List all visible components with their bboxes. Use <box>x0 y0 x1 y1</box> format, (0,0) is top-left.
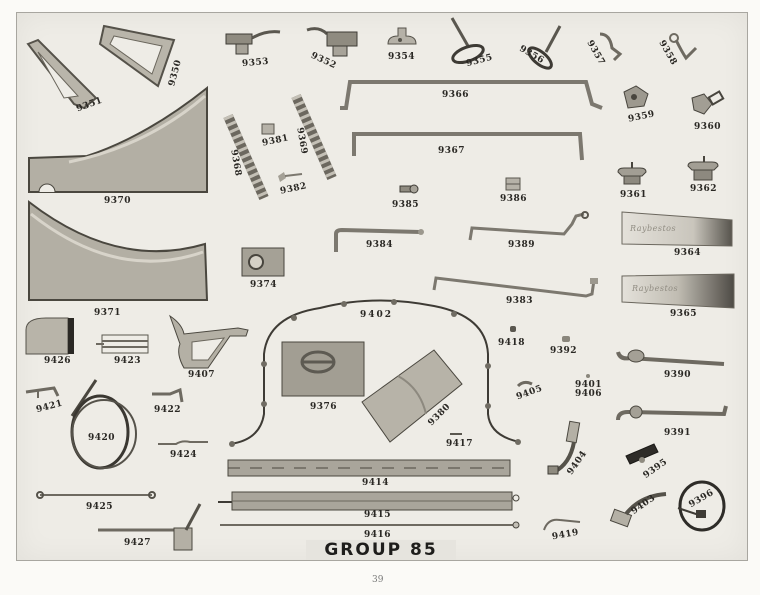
part-label-9423: 9423 <box>114 356 142 366</box>
part-label-9376: 9376 <box>310 402 338 412</box>
part-label-9365: 9365 <box>670 309 698 319</box>
part-label-9392: 9392 <box>550 346 578 356</box>
hinge-pin-9416 <box>220 521 520 529</box>
side-panel-9371 <box>28 199 209 301</box>
crank-rod-9366 <box>340 80 603 110</box>
key-9382 <box>278 172 303 182</box>
clip-9405 <box>516 380 533 388</box>
arch-molding-9402 <box>229 299 521 447</box>
cable-coil-9420 <box>70 379 137 470</box>
triangular-bracket-9350 <box>98 24 176 88</box>
wood-block-9380 <box>361 349 463 443</box>
part-label-9417: 9417 <box>446 439 474 449</box>
name-plate-9364 <box>621 211 733 247</box>
page-number: 39 <box>372 575 384 585</box>
part-label-9386: 9386 <box>500 194 528 204</box>
bent-rod-9384 <box>334 227 424 252</box>
part-label-9383: 9383 <box>506 296 534 306</box>
twisted-bar-9368 <box>223 113 269 201</box>
part-label-9385: 9385 <box>392 200 420 210</box>
slide-9423 <box>96 334 149 354</box>
pedal-arm-9403 <box>609 492 667 528</box>
part-label-9426: 9426 <box>44 356 72 366</box>
part-label-9389: 9389 <box>508 240 536 250</box>
part-label-9366: 9366 <box>442 90 470 100</box>
tee-plate-9354 <box>387 27 417 45</box>
lever-9391 <box>616 405 728 421</box>
bracket-9421 <box>25 386 60 398</box>
part-label-9374: 9374 <box>250 280 278 290</box>
hook-9358 <box>669 33 698 61</box>
pedal-arm-9404 <box>547 420 581 475</box>
cover-plate-9376 <box>281 341 365 397</box>
part-label-9402: 9402 <box>360 310 394 320</box>
scraper-9427 <box>98 503 202 551</box>
part-label-9361: 9361 <box>620 190 648 200</box>
part-label-9391: 9391 <box>664 428 692 438</box>
part-label-9427: 9427 <box>124 538 152 548</box>
part-label-9367: 9367 <box>438 146 466 156</box>
oval-handle-9356 <box>527 25 562 70</box>
triangular-bracket-9351 <box>26 38 98 110</box>
hinge-9386 <box>505 177 521 191</box>
bracket-9422 <box>152 387 184 403</box>
part-label-9416: 9416 <box>364 530 392 540</box>
lever-9390 <box>616 349 725 366</box>
hinge-9381 <box>261 123 275 135</box>
tie-rod-9425 <box>36 491 156 499</box>
part-label-9354: 9354 <box>388 52 416 62</box>
bolt-9385 <box>399 184 419 194</box>
support-bracket-9407 <box>169 314 249 369</box>
twisted-bar-9369 <box>291 93 337 181</box>
pin-9401 <box>586 374 590 378</box>
part-label-9418: 9418 <box>498 338 526 348</box>
base-plate-9362 <box>687 156 719 181</box>
part-label-9425: 9425 <box>86 502 114 512</box>
group-title: GROUP 85 <box>306 540 456 560</box>
oval-handle-9355 <box>450 17 485 65</box>
piano-hinge-9414 <box>227 459 511 477</box>
part-label-9370: 9370 <box>104 196 132 206</box>
part-label-9406: 9406 <box>575 389 603 399</box>
strap-loop-9396 <box>677 480 726 532</box>
pin-9417 <box>450 433 462 435</box>
crank-rod-9367 <box>352 132 584 161</box>
part-label-9407: 9407 <box>188 370 216 380</box>
part-label-9371: 9371 <box>94 308 122 318</box>
clamp-9395 <box>625 443 659 465</box>
part-label-9424: 9424 <box>170 450 198 460</box>
side-panel-9370 <box>28 85 208 193</box>
name-plate-9365 <box>621 273 735 309</box>
part-label-9401: 9401 <box>575 380 603 390</box>
part-label-9414: 9414 <box>362 478 390 488</box>
piano-hinge-9415 <box>218 491 520 511</box>
part-label-9422: 9422 <box>154 405 182 415</box>
plate-9359 <box>623 85 649 109</box>
nameplate-script-9365: Raybestos <box>632 284 679 293</box>
part-label-9420: 9420 <box>88 433 116 443</box>
bent-rod-9383 <box>432 276 598 298</box>
plate-9360 <box>691 90 725 115</box>
bent-rod-9389 <box>468 211 589 241</box>
part-label-9364: 9364 <box>674 248 702 258</box>
nameplate-script-9364: Raybestos <box>630 224 677 233</box>
latch-9353 <box>225 30 281 55</box>
hook-9357 <box>599 32 623 62</box>
part-label-9360: 9360 <box>694 122 722 132</box>
nut-9418 <box>510 326 516 332</box>
part-label-9362: 9362 <box>690 184 718 194</box>
cap-9426 <box>25 317 74 355</box>
bushing-9392 <box>562 336 570 342</box>
clip-9419 <box>543 518 581 531</box>
base-plate-9361 <box>617 162 647 185</box>
part-label-9415: 9415 <box>364 510 392 520</box>
latch-9352 <box>306 27 358 57</box>
mount-plate-9374 <box>241 247 285 277</box>
part-label-9384: 9384 <box>366 240 394 250</box>
link-9424 <box>158 440 208 445</box>
part-label-9390: 9390 <box>664 370 692 380</box>
